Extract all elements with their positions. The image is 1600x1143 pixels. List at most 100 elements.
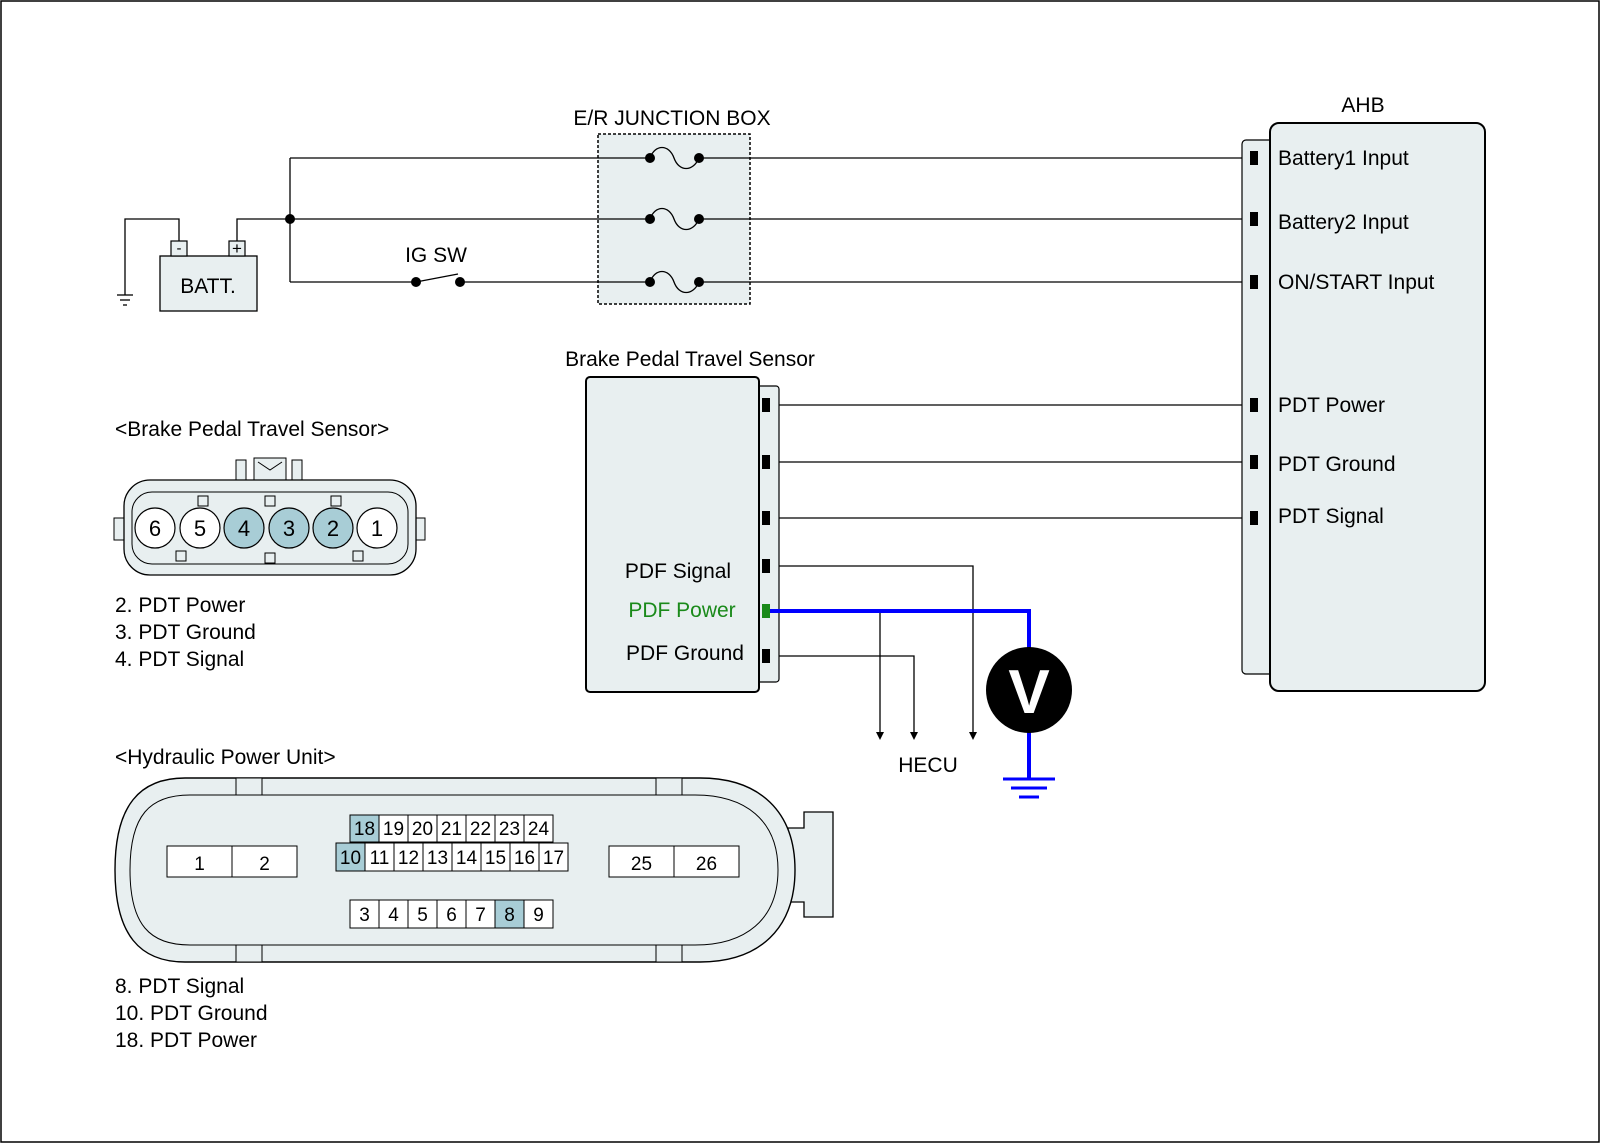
hpu-pin-number: 24	[528, 819, 550, 840]
junction-box-label: E/R JUNCTION BOX	[573, 107, 770, 130]
bpts-pin-marker	[762, 511, 770, 525]
battery-positive-wire	[236, 218, 290, 249]
hpu-pin-cell	[378, 814, 409, 843]
ahb-pin-marker	[1250, 151, 1258, 165]
hpu-pin-cell	[523, 814, 554, 843]
hpu-pin-cell	[480, 842, 511, 872]
hpu-pin-number: 7	[475, 905, 486, 926]
ahb-pin-marker	[1250, 455, 1258, 469]
bpts-face-pin-number: 4	[238, 516, 250, 541]
battery-negative-label: -	[177, 240, 182, 257]
bpts-face-pin	[134, 507, 176, 549]
battery-negative-terminal	[170, 240, 188, 257]
hpu-pin-number: 21	[441, 819, 462, 840]
ahb-pin-marker	[1250, 398, 1258, 412]
ahb-pin-marker	[1250, 212, 1258, 226]
hpu-pin-number: 19	[383, 819, 404, 840]
hpu-pin-cell	[451, 842, 482, 872]
hpu-pin-number: 1	[194, 854, 205, 875]
hpu-pin-number: 17	[543, 848, 564, 869]
battery-ground-icon	[117, 294, 133, 306]
battery-ground-wire	[124, 218, 180, 295]
bpts-face-pin	[268, 507, 310, 549]
hpu-pin-number: 12	[398, 848, 419, 869]
bpts-pin-markers	[762, 398, 770, 663]
ahb-pin-label: PDT Power	[1278, 394, 1385, 417]
bpts-face-pin	[179, 507, 221, 549]
hpu-pin-number: 10	[340, 848, 361, 869]
bpts-face-pin	[223, 507, 265, 549]
hpu-pin-number: 22	[470, 819, 491, 840]
hpu-pin-number: 5	[417, 905, 428, 926]
measurement-wire	[770, 609, 1031, 779]
battery-positive-label: +	[232, 239, 242, 258]
hpu-pin-number: 26	[696, 854, 717, 875]
measurement-ground-icon	[1003, 777, 1055, 799]
hpu-pin-number: 13	[427, 848, 448, 869]
bpts-legend-item: 4. PDT Signal	[115, 648, 244, 671]
circuit-wires	[124, 146, 1250, 735]
bpts-face-pin-number: 6	[149, 516, 161, 541]
bpts-pin-marker	[762, 398, 770, 412]
battery-positive-terminal	[228, 240, 246, 257]
bpts-face-pin-number: 2	[327, 516, 339, 541]
bpts-face-pin	[312, 507, 354, 549]
fuse-dots	[645, 153, 704, 287]
hpu-pin-number: 2	[259, 854, 270, 875]
hpu-pin-cell	[494, 814, 525, 843]
hpu-pin-cell	[494, 899, 525, 929]
hpu-pin-number: 20	[412, 819, 433, 840]
hpu-pin-cell	[378, 899, 409, 929]
battery-body	[159, 255, 258, 312]
hpu-pin-cell	[166, 845, 233, 878]
hpu-pin-cell	[436, 814, 467, 843]
hpu-legend-item: 8. PDT Signal	[115, 975, 244, 998]
hpu-pin-number: 23	[499, 819, 520, 840]
bpts-face-pin	[356, 507, 398, 549]
ahb-label: AHB	[1341, 94, 1384, 117]
hpu-pin-number: 4	[388, 905, 399, 926]
hpu-pin-number: 3	[359, 905, 370, 926]
hpu-pin-cell	[335, 842, 366, 872]
battery-label: BATT.	[180, 275, 236, 298]
hpu-pin-cell	[422, 842, 453, 872]
bpts-box	[585, 376, 760, 693]
ahb-pin-label: ON/START Input	[1278, 271, 1435, 294]
bpts-legend-item: 2. PDT Power	[115, 594, 245, 617]
ahb-pin-label: PDT Ground	[1278, 453, 1396, 476]
bpts-pin-marker	[762, 559, 770, 573]
hpu-pin-cell	[523, 899, 554, 929]
ahb-pin-marker	[1250, 275, 1258, 289]
bpts-legend-item: 3. PDT Ground	[115, 621, 256, 644]
hpu-pin-number: 25	[631, 854, 652, 875]
hpu-pin-cell	[364, 842, 395, 872]
ig-switch-blade	[415, 273, 459, 283]
hpu-legend-item: 18. PDT Power	[115, 1029, 257, 1052]
ahb-pin-label: Battery2 Input	[1278, 211, 1409, 234]
hecu-arrows	[876, 732, 977, 740]
ahb-pin-label: Battery1 Input	[1278, 147, 1409, 170]
bpts-face-pin-number: 1	[371, 516, 383, 541]
bpts-pin-label: PDF Ground	[626, 642, 744, 665]
ahb-pin-markers	[1250, 151, 1258, 525]
bpts-connector-title: <Brake Pedal Travel Sensor>	[115, 418, 389, 441]
battery: - + BATT.	[159, 239, 258, 312]
hpu-pin-number: 11	[370, 848, 390, 869]
bpts-legend: 2. PDT Power 3. PDT Ground 4. PDT Signal	[115, 594, 256, 671]
bpts-pin-label: PDF Signal	[625, 560, 731, 583]
fuses-redraw	[598, 146, 750, 294]
hpu-pin-number: 9	[533, 905, 544, 926]
hpu-pin-number: 14	[456, 848, 478, 869]
bpts-title: Brake Pedal Travel Sensor	[565, 348, 815, 371]
bpts-pin-label: PDF Power	[628, 599, 735, 622]
bpts-pin-marker	[762, 455, 770, 469]
hpu-pin-cell	[407, 899, 438, 929]
bpts-face-pin-number: 3	[283, 516, 295, 541]
hpu-pin-number: 18	[354, 819, 375, 840]
hpu-pin-cell	[673, 845, 740, 878]
hpu-pin-number: 15	[485, 848, 506, 869]
